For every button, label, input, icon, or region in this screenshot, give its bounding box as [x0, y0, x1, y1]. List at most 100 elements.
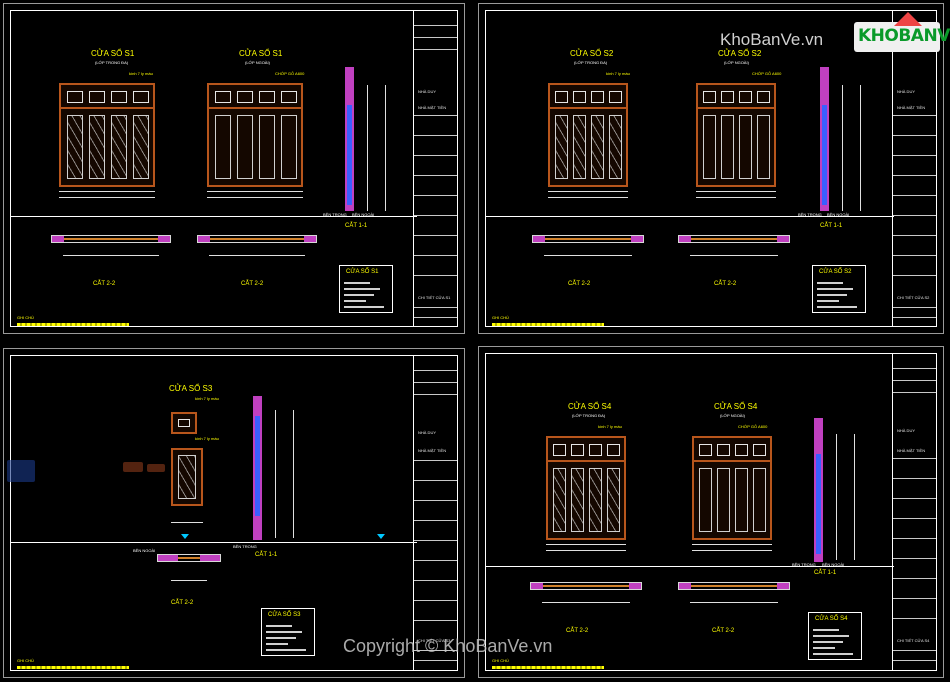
- dimension-line: [544, 255, 632, 256]
- notes-label: GHI CHÚ: [17, 315, 34, 320]
- dimension-line: [696, 191, 776, 192]
- section-label: CẮT 2-2: [241, 281, 264, 287]
- building-name: NHÀ MẶT TIỀN: [418, 105, 447, 110]
- window-note: kính 7 ly màu: [598, 424, 622, 429]
- dimension-line: [696, 197, 776, 198]
- side-label: BÊN TRONG: [233, 544, 257, 549]
- sheet-frame: CỬA SỔ S3 kính 7 ly màu kính 7 ly màu BÊ…: [7, 355, 458, 671]
- notes-text: [17, 666, 129, 669]
- window-note: kính 7 ly màu: [195, 436, 219, 441]
- title-block: NHÀ DUY NHÀ MẶT TIỀN CHI TIẾT CỬA S1: [413, 11, 457, 326]
- dimension-line: [207, 191, 303, 192]
- horizontal-section: [51, 235, 171, 243]
- dimension-line: [548, 197, 628, 198]
- legend-box: CỬA SỔ S2: [812, 265, 866, 313]
- drawing-sheet-s4[interactable]: CỬA SỔ S4 (LỚP TRONG ĐA) kính 7 ly màu C…: [478, 346, 944, 678]
- window-elevation: [171, 412, 197, 434]
- window-title: CỬA SỔ S3: [169, 384, 213, 393]
- decorative-shape: [7, 460, 35, 482]
- horizontal-section: [197, 235, 317, 243]
- sheet-frame: CỬA SỔ S1 (LỚP TRONG ĐA) kính 7 ly màu C…: [10, 10, 458, 327]
- side-label: BÊN NGOÀI: [352, 212, 375, 217]
- window-note: kính 7 ly màu: [606, 71, 630, 76]
- horizontal-section: [678, 582, 790, 590]
- window-note: CHỚP GỖ A600: [738, 424, 768, 429]
- legend-title: CỬA SỔ S1: [346, 269, 379, 275]
- drawing-sheet-s1[interactable]: CỬA SỔ S1 (LỚP TRONG ĐA) kính 7 ly màu C…: [3, 3, 465, 334]
- dimension-line: [854, 434, 855, 560]
- window-subtitle: (LỚP TRONG ĐA): [574, 60, 608, 65]
- divider-line: [11, 542, 417, 543]
- dimension-line: [171, 522, 203, 523]
- vertical-section: [820, 67, 829, 211]
- drawing-sheet-s2[interactable]: CỬA SỔ S2 (LỚP TRONG ĐA) kính 7 ly màu C…: [478, 3, 944, 334]
- divider-line: [486, 216, 894, 217]
- window-elevation: [59, 83, 155, 187]
- notes-label: GHI CHÚ: [492, 658, 509, 663]
- notes-text: [492, 323, 604, 326]
- building-name: NHÀ MẶT TIỀN: [418, 448, 447, 453]
- section-label: CẮT 2-2: [568, 281, 591, 287]
- window-elevation: [207, 83, 303, 187]
- dimension-line: [860, 85, 861, 211]
- divider-line: [11, 216, 417, 217]
- window-title: CỬA SỔ S1: [239, 49, 283, 58]
- legend-box: CỬA SỔ S4: [808, 612, 862, 660]
- window-subtitle: (LỚP TRONG ĐA): [572, 413, 606, 418]
- dimension-line: [275, 410, 276, 538]
- dimension-line: [59, 191, 155, 192]
- side-label: BÊN TRONG: [792, 562, 816, 567]
- side-label: BÊN TRONG: [323, 212, 347, 217]
- dimension-line: [209, 255, 305, 256]
- section-marker: [181, 534, 189, 539]
- window-title: CỬA SỔ S2: [570, 49, 614, 58]
- side-label: BÊN NGOÀI: [827, 212, 850, 217]
- window-title: CỬA SỔ S4: [568, 402, 612, 411]
- divider-line: [486, 566, 894, 567]
- notes-text: [17, 323, 129, 326]
- window-elevation: [548, 83, 628, 187]
- window-elevation: [171, 448, 203, 506]
- notes-label: GHI CHÚ: [17, 658, 34, 663]
- horizontal-section: [532, 235, 644, 243]
- project-name: NHÀ DUY: [418, 430, 437, 435]
- dimension-line: [171, 580, 207, 581]
- notes-label: GHI CHÚ: [492, 315, 509, 320]
- title-block: NHÀ DUY NHÀ MẶT TIỀN CHI TIẾT CỬA S3: [413, 356, 457, 670]
- section-label: CẮT 2-2: [566, 628, 589, 634]
- dimension-line: [690, 255, 778, 256]
- building-name: NHÀ MẶT TIỀN: [897, 105, 926, 110]
- dimension-line: [546, 550, 626, 551]
- window-title: CỬA SỔ S1: [91, 49, 135, 58]
- section-label: CẮT 1-1: [820, 223, 843, 229]
- drawing-sheet-s3[interactable]: CỬA SỔ S3 kính 7 ly màu kính 7 ly màu BÊ…: [3, 348, 465, 678]
- dimension-line: [690, 602, 778, 603]
- window-elevation: [692, 436, 772, 540]
- dimension-line: [542, 602, 630, 603]
- section-label: CẮT 2-2: [93, 281, 116, 287]
- project-name: NHÀ DUY: [418, 89, 437, 94]
- horizontal-section: [530, 582, 642, 590]
- dimension-line: [367, 85, 368, 211]
- window-title: CỬA SỔ S2: [718, 49, 762, 58]
- dimension-line: [385, 85, 386, 211]
- dimension-line: [207, 197, 303, 198]
- building-name: NHÀ MẶT TIỀN: [897, 448, 926, 453]
- dimension-line: [692, 544, 772, 545]
- decorative-shape: [147, 464, 165, 472]
- sheet-frame: CỬA SỔ S4 (LỚP TRONG ĐA) kính 7 ly màu C…: [485, 353, 937, 671]
- dimension-line: [836, 434, 837, 560]
- sheet-name: CHI TIẾT CỬA S4: [897, 638, 930, 643]
- legend-title: CỬA SỔ S3: [268, 612, 301, 618]
- sheet-name: CHI TIẾT CỬA S3: [418, 638, 451, 643]
- sheet-name: CHI TIẾT CỬA S1: [418, 295, 451, 300]
- section-label: CẮT 2-2: [714, 281, 737, 287]
- side-label: BÊN NGOÀI: [133, 548, 156, 553]
- brand-logo[interactable]: KHOBANVE: [854, 12, 950, 52]
- section-label: CẮT 2-2: [171, 600, 194, 606]
- horizontal-section: [678, 235, 790, 243]
- window-subtitle: (LỚP NGOÀI): [720, 413, 745, 418]
- vertical-section: [345, 67, 354, 211]
- side-label: BÊN NGOÀI: [822, 562, 845, 567]
- window-elevation: [546, 436, 626, 540]
